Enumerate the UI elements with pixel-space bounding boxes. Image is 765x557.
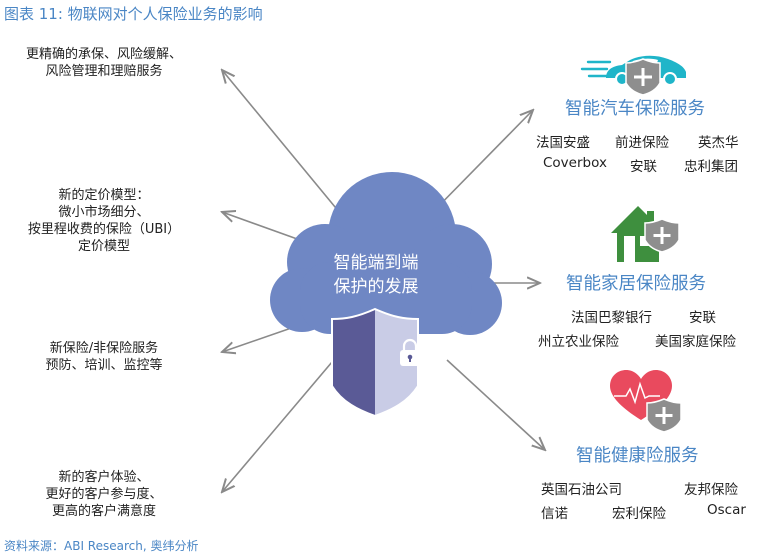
company-name: Coverbox	[543, 155, 607, 171]
service-title-health: 智能健康险服务	[576, 446, 699, 466]
company-name: 州立农业保险	[538, 334, 619, 350]
cloud-icon	[270, 172, 502, 335]
left-item-underwriting: 更精确的承保、风险缓解、 风险管理和理赔服务	[25, 47, 182, 79]
service-title-home: 智能家居保险服务	[566, 274, 706, 294]
shield-icon	[331, 307, 419, 418]
company-name: 宏利保险	[612, 506, 666, 522]
heart-shield-icon	[610, 370, 682, 433]
company-name: 法国巴黎银行	[571, 310, 652, 326]
arrow-to-customer-experience	[222, 361, 333, 492]
company-name: 前进保险	[615, 135, 669, 151]
arrow-to-health-insurance	[446, 359, 545, 450]
left-item-new-services: 新保险/非保险服务 预防、培训、监控等	[45, 341, 163, 373]
company-name: 忠利集团	[684, 159, 738, 175]
company-name: 安联	[689, 310, 716, 326]
lock-icon	[400, 338, 420, 366]
company-name: Oscar	[707, 502, 746, 518]
source-note: 资料来源：ABI Research, 奥纬分析	[4, 539, 199, 553]
left-item-pricing: 新的定价模型： 微小市场细分、 按里程收费的保险（UBI） 定价模型	[27, 188, 181, 254]
service-title-car: 智能汽车保险服务	[565, 99, 705, 119]
arrow-to-pricing	[222, 212, 301, 241]
company-name: 友邦保险	[684, 482, 738, 498]
company-name: 英国石油公司	[541, 482, 622, 498]
left-arrows	[222, 70, 341, 492]
company-name: 安联	[630, 159, 657, 175]
company-name: 英杰华	[698, 135, 739, 151]
arrow-to-new-services	[222, 324, 301, 352]
company-name: 法国安盛	[536, 135, 590, 151]
left-item-customer-experience: 新的客户体验、 更好的客户参与度、 更高的客户满意度	[45, 470, 163, 519]
company-name: 美国家庭保险	[655, 334, 736, 350]
center-label: 智能端到端 保护的发展	[333, 253, 419, 297]
figure-title: 图表 11: 物联网对个人保险业务的影响	[4, 5, 263, 23]
arrow-to-underwriting	[222, 70, 341, 214]
car-shield-icon	[580, 55, 686, 96]
house-shield-icon	[611, 206, 680, 262]
company-name: 信诺	[541, 506, 568, 522]
